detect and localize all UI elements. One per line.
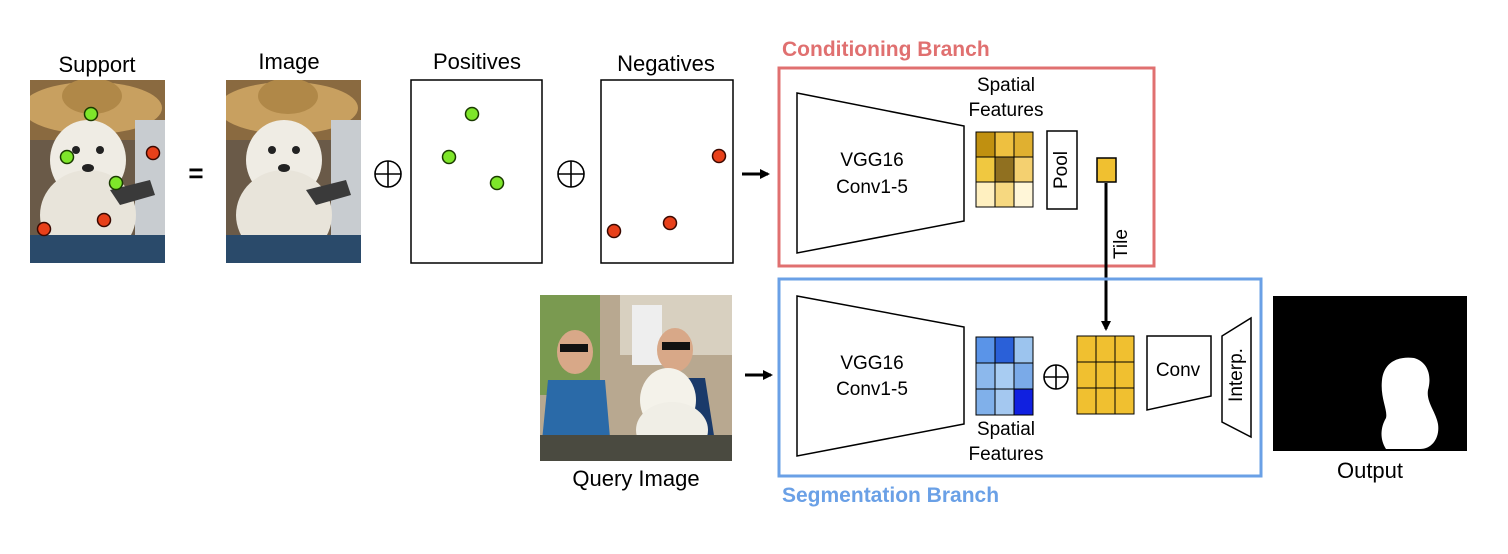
feature-cell (994, 336, 1015, 364)
positive-point (441, 149, 457, 165)
feature-cell (1114, 361, 1135, 389)
positives-label: Positives (433, 49, 521, 74)
support-image (30, 80, 165, 263)
conditioning-features-label: Features (969, 100, 1044, 121)
feature-cell (1013, 388, 1034, 416)
conditioning-feature-grid (975, 131, 1034, 208)
interp-label: Interp. (1226, 348, 1247, 402)
query-image (540, 295, 732, 461)
feature-cell (1076, 387, 1097, 415)
tile-label: Tile (1111, 229, 1132, 259)
support-label: Support (58, 52, 135, 77)
positive-point (489, 175, 505, 191)
feature-cell (1114, 387, 1135, 415)
feature-cell (994, 388, 1015, 416)
negatives-label: Negatives (617, 51, 715, 76)
feature-cell (1013, 362, 1034, 390)
conv-label: Conv (1156, 360, 1201, 381)
conv-trapezoid (1146, 335, 1212, 411)
feature-cell (1095, 387, 1116, 415)
conditioning-vgg-line2: Conv1-5 (836, 177, 908, 198)
feature-cell (975, 362, 996, 390)
segmentation-vgg-trapezoid (796, 295, 965, 457)
feature-cell (1076, 335, 1097, 363)
oplus-icon (1043, 364, 1069, 390)
tiled-feature-grid (1076, 335, 1135, 415)
negatives-panel (600, 79, 734, 264)
feature-cell (1013, 156, 1034, 183)
conditioning-spatial-label: Spatial (977, 75, 1035, 96)
oplus-icon (557, 160, 585, 188)
pool-box (1046, 130, 1078, 210)
positives-panel (410, 79, 543, 264)
feature-cell (994, 156, 1015, 183)
equals-sign: = (188, 158, 203, 188)
interp-trapezoid (1221, 316, 1252, 439)
feature-cell (994, 362, 1015, 390)
query-image-label: Query Image (572, 466, 699, 491)
negative-point (662, 215, 678, 231)
feature-cell (1114, 335, 1135, 363)
feature-cell (975, 388, 996, 416)
feature-cell (994, 131, 1015, 158)
feature-cell (975, 336, 996, 364)
output-label: Output (1337, 458, 1403, 483)
negative-point (606, 223, 622, 239)
feature-cell (1095, 335, 1116, 363)
feature-cell (1013, 131, 1034, 158)
feature-cell (1013, 181, 1034, 208)
feature-cell (975, 131, 996, 158)
support-points (36, 106, 161, 237)
conditioning-vgg-line1: VGG16 (840, 150, 903, 171)
output-mask-shape (1381, 357, 1439, 449)
segmentation-vgg-line1: VGG16 (840, 353, 903, 374)
feature-cell (1076, 361, 1097, 389)
conditioning-branch-box (777, 66, 1156, 268)
segmentation-vgg-line2: Conv1-5 (836, 379, 908, 400)
segmentation-spatial-label: Spatial (977, 419, 1035, 440)
segmentation-branch-box (777, 277, 1263, 478)
segmentation-branch-title: Segmentation Branch (782, 484, 999, 507)
negative-point (711, 148, 727, 164)
feature-cell (975, 156, 996, 183)
conditioning-vgg-trapezoid (796, 92, 965, 254)
feature-cell (994, 181, 1015, 208)
image-label: Image (258, 49, 319, 74)
segmentation-features-label: Features (969, 444, 1044, 465)
pooled-feature-box (1096, 157, 1117, 183)
pool-label: Pool (1051, 151, 1072, 189)
feature-cell (975, 181, 996, 208)
positive-point (464, 106, 480, 122)
query-feature-grid (975, 336, 1034, 416)
feature-cell (1013, 336, 1034, 364)
image-photo (226, 80, 361, 263)
conditioning-branch-title: Conditioning Branch (782, 38, 990, 61)
oplus-icon (374, 160, 402, 188)
feature-cell (1095, 361, 1116, 389)
